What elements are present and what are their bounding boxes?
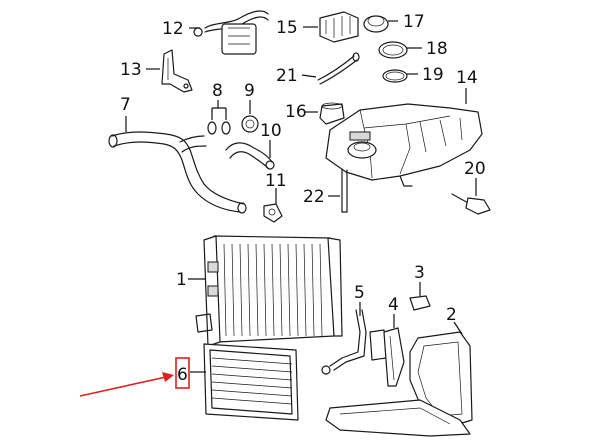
callout-21: 21 — [276, 66, 298, 86]
callout-3: 3 — [414, 263, 425, 283]
part-18-gasket — [378, 41, 408, 59]
part-16-cap — [319, 102, 345, 125]
callout-11: 11 — [265, 171, 287, 191]
callout-5: 5 — [354, 283, 365, 303]
part-10-hose-elbow — [225, 142, 275, 170]
part-19-oring — [382, 69, 408, 83]
callout-12: 12 — [162, 19, 184, 39]
part-11-fitting — [263, 203, 283, 223]
callout-8: 8 — [212, 81, 223, 101]
part-1-radiator — [195, 235, 343, 347]
callout-16: 16 — [285, 102, 307, 122]
condenser-fins — [211, 357, 293, 405]
callout-18: 18 — [426, 39, 448, 59]
callout-13: 13 — [120, 60, 142, 80]
callout-17: 17 — [403, 12, 425, 32]
part-12-hose-assembly — [193, 10, 269, 55]
part-17-cap — [363, 15, 389, 33]
part-13-bracket — [161, 49, 193, 93]
callout-10: 10 — [260, 121, 282, 141]
part-14-expansion-tank — [325, 103, 483, 187]
callout-15: 15 — [276, 18, 298, 38]
callout-19: 19 — [422, 65, 444, 85]
callout-2: 2 — [446, 305, 457, 325]
part-3-bracket — [409, 295, 431, 311]
part-9-thermostat — [241, 115, 259, 133]
part-20-sensor — [451, 193, 491, 215]
highlight-box-6 — [175, 357, 190, 389]
radiator-fins — [223, 243, 323, 337]
leader-8 — [211, 100, 227, 120]
part-15-connector — [319, 11, 359, 43]
part-7-upper-hose — [108, 131, 247, 214]
part-4-seal — [383, 327, 405, 387]
callout-4: 4 — [388, 295, 399, 315]
callout-9: 9 — [244, 81, 255, 101]
callout-20: 20 — [464, 159, 486, 179]
callout-1: 1 — [176, 270, 187, 290]
part-5-bracket — [321, 309, 387, 375]
callout-7: 7 — [120, 95, 131, 115]
part-8-clamps — [207, 121, 231, 135]
part-22-bleed-hose — [341, 169, 348, 213]
part-21-hose — [317, 52, 360, 85]
indicator-arrow — [79, 372, 174, 397]
part-6-condenser — [203, 343, 299, 421]
callout-6: 6 — [177, 365, 188, 385]
callout-22: 22 — [303, 187, 325, 207]
leader-2 — [453, 321, 463, 335]
leader-21 — [301, 74, 317, 78]
callout-14: 14 — [456, 68, 478, 88]
part-2-shroud — [325, 331, 473, 437]
